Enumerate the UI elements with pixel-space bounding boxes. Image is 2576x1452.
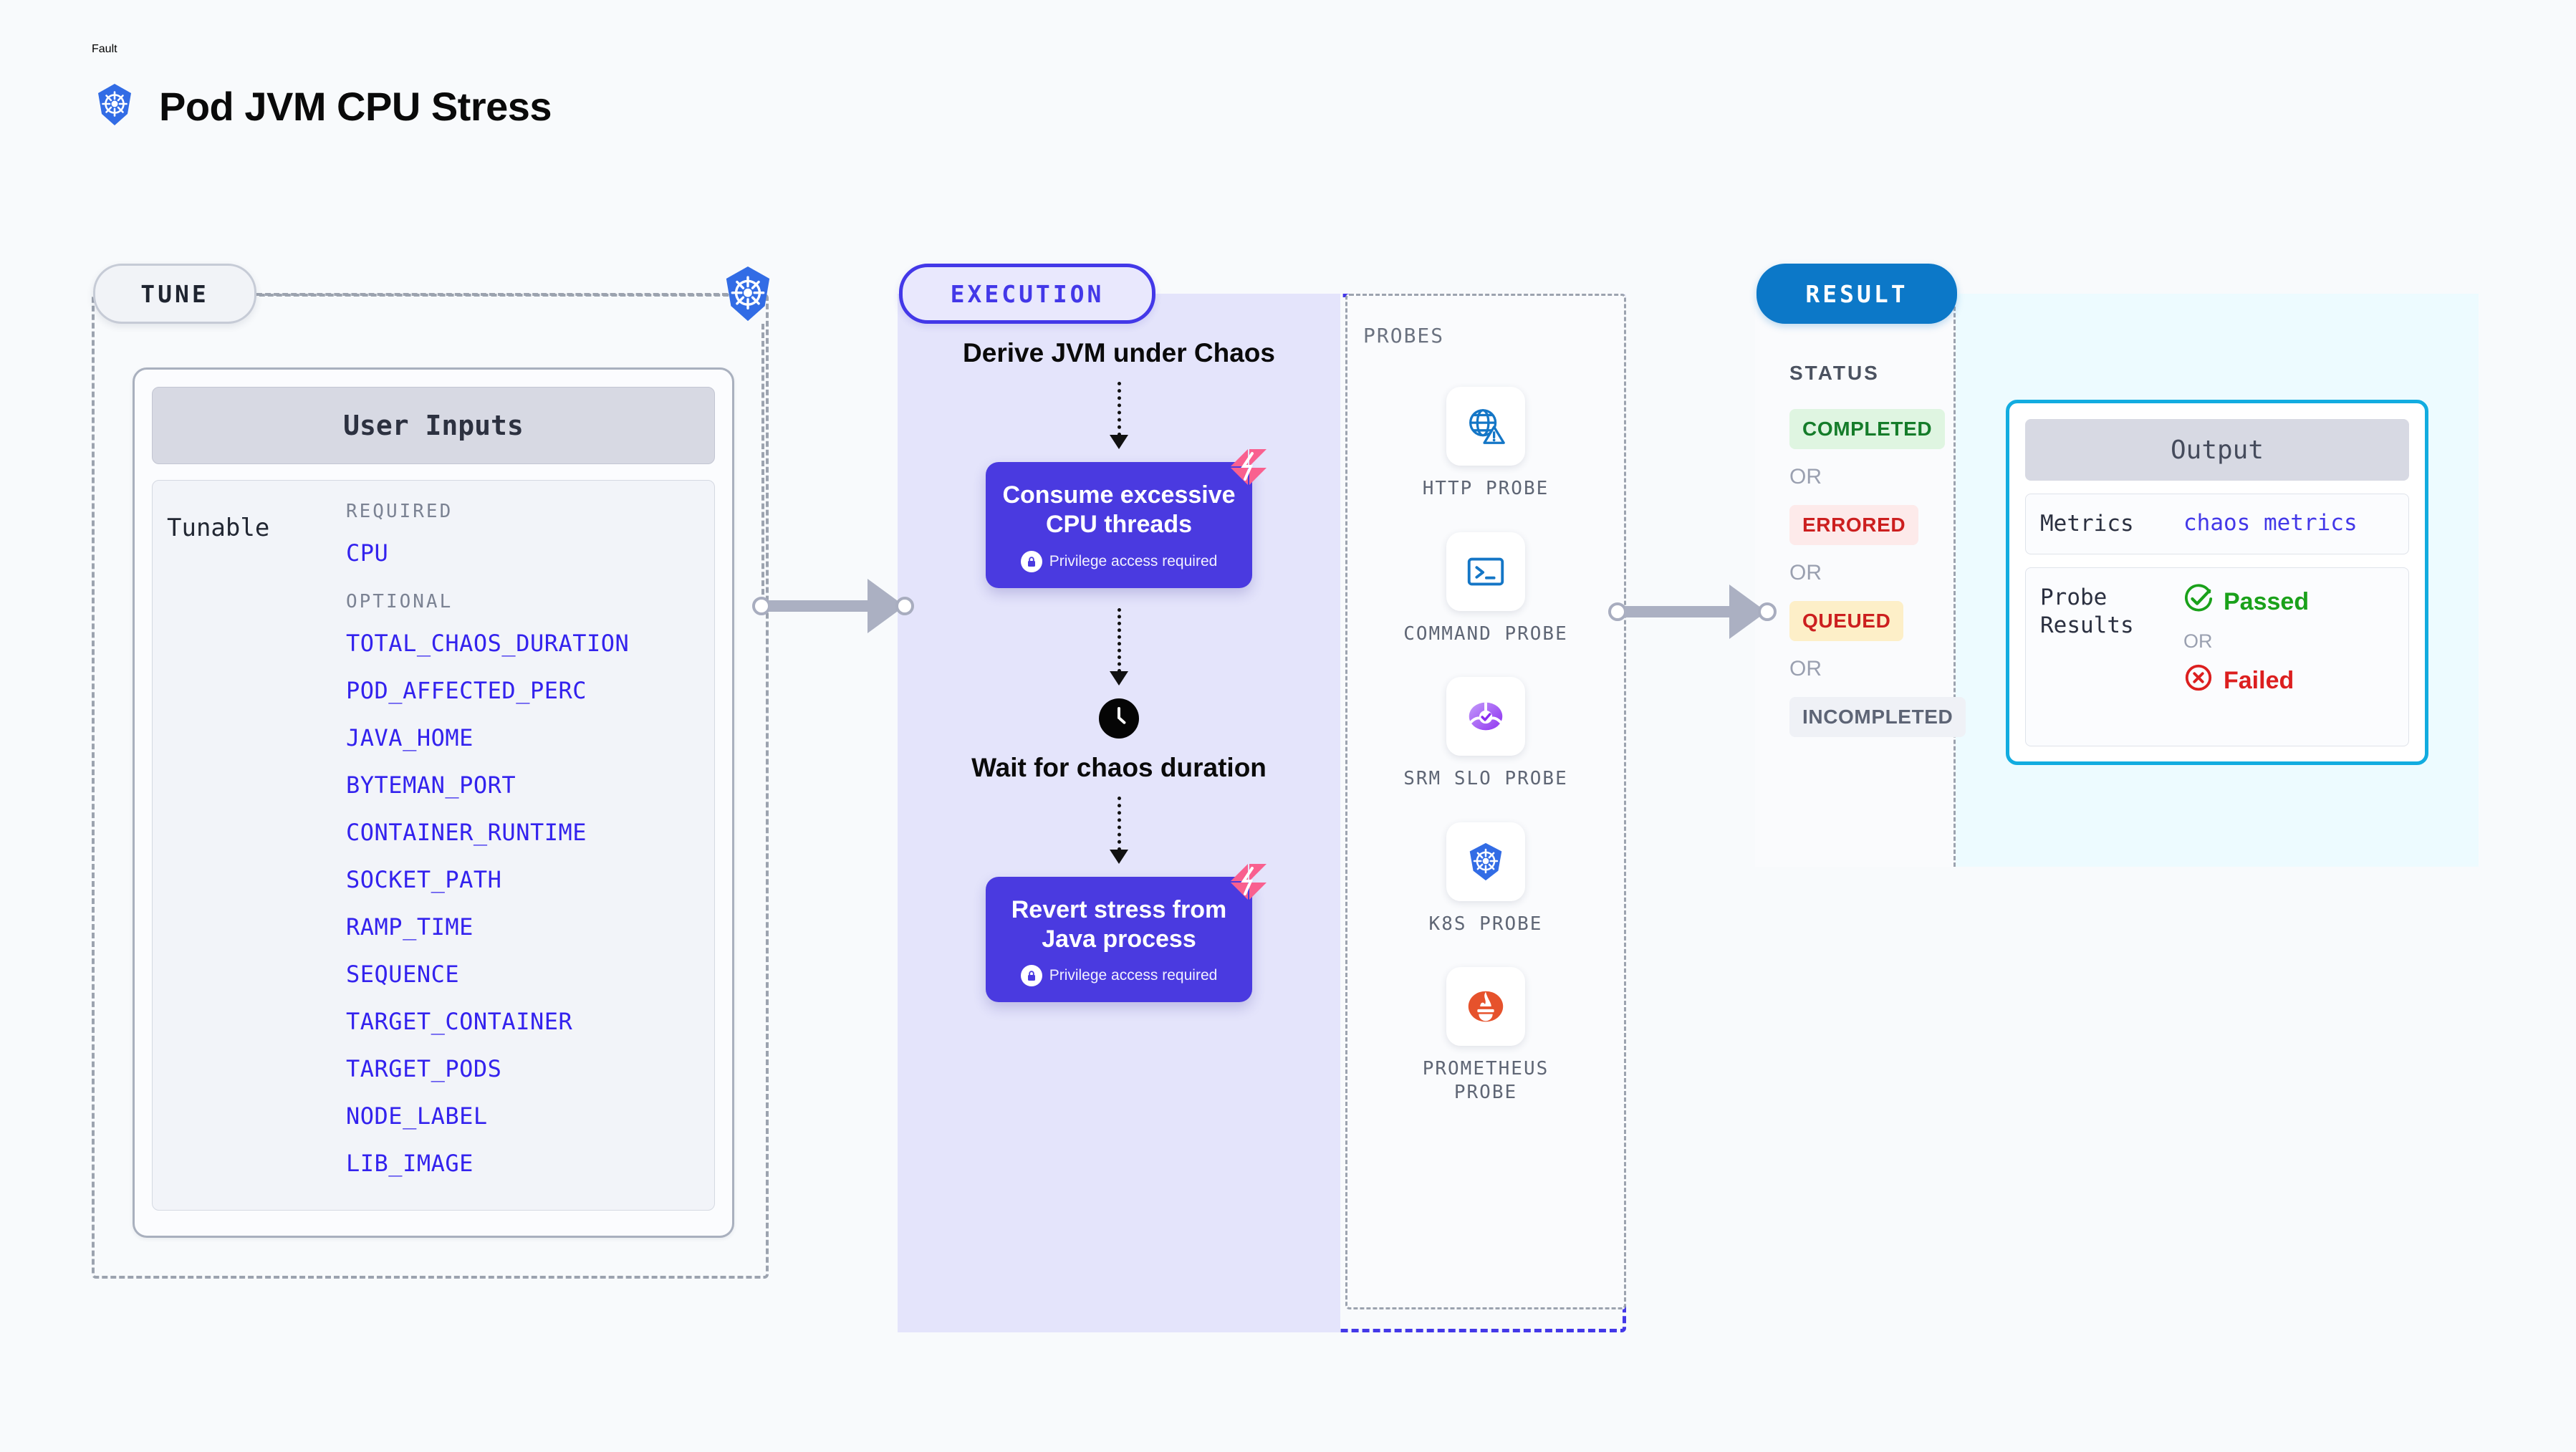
tunable-row-label: Tunable xyxy=(167,514,270,542)
harness-flag-icon xyxy=(1226,860,1271,904)
probe-result-passed: Passed xyxy=(2183,584,2309,620)
probe-item-command[interactable]: COMMAND PROBE xyxy=(1403,532,1568,646)
param-socket-path[interactable]: SOCKET_PATH xyxy=(346,866,502,893)
execution-step-derive-jvm: Derive JVM under Chaos xyxy=(963,338,1275,367)
probe-item-http[interactable]: HTTP PROBE xyxy=(1423,387,1549,501)
output-card: Output Metrics chaos metrics Probe Resul… xyxy=(2006,400,2428,765)
lock-icon xyxy=(1020,550,1042,572)
tune-dashed-connector xyxy=(256,293,736,296)
harness-flag-icon xyxy=(1226,445,1271,489)
flow-arrow-3 xyxy=(1110,796,1128,864)
page-header: Fault Pod JVM CPU Stress xyxy=(92,43,552,131)
connector-shaft xyxy=(769,600,869,612)
param-java-home[interactable]: JAVA_HOME xyxy=(346,724,474,751)
param-container-runtime[interactable]: CONTAINER_RUNTIME xyxy=(346,819,587,846)
probe-result-passed-label: Passed xyxy=(2224,587,2310,615)
execution-node-revert-stress[interactable]: Revert stress from Java process Privileg… xyxy=(986,863,1267,1003)
probe-result-or-label: OR xyxy=(2183,630,2213,652)
probes-list: HTTP PROBE COMMAND PROBE xyxy=(1345,387,1626,1104)
kubernetes-icon xyxy=(1446,822,1525,901)
probe-item-srm-slo[interactable]: SRM SLO PROBE xyxy=(1403,677,1568,791)
prometheus-icon xyxy=(1446,967,1525,1046)
status-badge-errored: ERRORED xyxy=(1789,505,1919,545)
probe-results-label: Probe Results xyxy=(2040,584,2134,638)
terminal-icon xyxy=(1446,532,1525,611)
execution-node-title: Consume excessive CPU threads xyxy=(1002,481,1236,538)
status-or-label: OR xyxy=(1789,465,1822,489)
probe-item-k8s[interactable]: K8S PROBE xyxy=(1429,822,1543,936)
execution-flow: Derive JVM under Chaos Consume excessive… xyxy=(898,337,1340,1003)
output-row-metrics: Metrics chaos metrics xyxy=(2025,494,2409,554)
tunable-section: Tunable REQUIRED CPU OPTIONAL TOTAL_CHAO… xyxy=(152,480,715,1211)
execution-step-wait-for-chaos: Wait for chaos duration xyxy=(971,752,1267,782)
probe-label: PROMETHEUS PROBE xyxy=(1422,1058,1549,1103)
connector-tune-to-execution xyxy=(752,577,914,635)
kubernetes-icon xyxy=(718,264,778,324)
execution-node-privilege-text: Privilege access required xyxy=(1049,552,1218,569)
execution-node-privilege-note: Privilege access required xyxy=(1001,965,1236,987)
status-badge-completed: COMPLETED xyxy=(1789,409,1946,449)
status-column: STATUS COMPLETED OR ERRORED OR QUEUED OR… xyxy=(1789,362,1966,737)
execution-node-title: Revert stress from Java process xyxy=(1011,895,1227,953)
required-group-label: REQUIRED xyxy=(346,501,453,522)
probe-result-failed: Failed xyxy=(2183,663,2309,699)
connector-execution-to-result xyxy=(1608,583,1777,640)
status-heading: STATUS xyxy=(1789,362,1880,384)
param-total-chaos-duration[interactable]: TOTAL_CHAOS_DURATION xyxy=(346,630,630,657)
param-pod-affected-perc[interactable]: POD_AFFECTED_PERC xyxy=(346,677,587,704)
probe-label: SRM SLO PROBE xyxy=(1403,768,1568,789)
probe-label: HTTP PROBE xyxy=(1422,478,1549,499)
output-header: Output xyxy=(2025,419,2409,481)
execution-node-privilege-text: Privilege access required xyxy=(1049,967,1218,984)
connector-end-dot xyxy=(895,597,914,615)
status-or-label: OR xyxy=(1789,561,1822,585)
param-cpu[interactable]: CPU xyxy=(346,539,389,567)
output-row-probe-results: Probe Results Passed OR xyxy=(2025,567,2409,746)
execution-stage-badge[interactable]: EXECUTION xyxy=(899,264,1155,324)
lock-icon xyxy=(1020,965,1042,987)
metrics-value-link[interactable]: chaos metrics xyxy=(2183,510,2358,536)
flow-arrow-2 xyxy=(1110,607,1128,686)
kubernetes-icon xyxy=(92,82,138,131)
probe-label: K8S PROBE xyxy=(1428,913,1543,935)
flow-arrow-1 xyxy=(1110,382,1128,450)
optional-group-label: OPTIONAL xyxy=(346,591,453,612)
x-circle-icon xyxy=(2183,663,2214,699)
param-target-container[interactable]: TARGET_CONTAINER xyxy=(346,1008,573,1035)
probe-results-values: Passed OR Failed xyxy=(2183,584,2309,730)
tune-vertical-connector xyxy=(761,324,764,603)
check-circle-icon xyxy=(2183,584,2214,620)
fault-title-row: Pod JVM CPU Stress xyxy=(92,82,552,131)
param-sequence[interactable]: SEQUENCE xyxy=(346,961,460,988)
param-ramp-time[interactable]: RAMP_TIME xyxy=(346,913,474,941)
result-stage-badge[interactable]: RESULT xyxy=(1756,264,1957,324)
metrics-label: Metrics xyxy=(2040,511,2134,537)
result-status-panel xyxy=(1755,294,1956,867)
connector-end-dot xyxy=(1758,602,1777,621)
tunable-parameter-list: REQUIRED CPU OPTIONAL TOTAL_CHAOS_DURATI… xyxy=(346,501,714,1210)
status-or-label: OR xyxy=(1789,657,1822,681)
execution-node-consume-cpu[interactable]: Consume excessive CPU threads Privilege … xyxy=(986,449,1267,588)
globe-warning-icon xyxy=(1446,387,1525,466)
fault-eyebrow-label: Fault xyxy=(92,43,117,55)
connector-start-dot xyxy=(1608,602,1627,621)
param-byteman-port[interactable]: BYTEMAN_PORT xyxy=(346,771,516,799)
probe-item-prometheus[interactable]: PROMETHEUS PROBE xyxy=(1393,967,1579,1104)
param-node-label[interactable]: NODE_LABEL xyxy=(346,1102,488,1130)
status-badge-incompleted: INCOMPLETED xyxy=(1789,697,1966,737)
probe-label: COMMAND PROBE xyxy=(1403,622,1568,645)
clock-icon xyxy=(1099,698,1139,739)
connector-shaft xyxy=(1625,606,1731,617)
param-target-pods[interactable]: TARGET_PODS xyxy=(346,1055,502,1082)
srm-slo-icon xyxy=(1446,677,1525,756)
user-inputs-header: User Inputs xyxy=(152,387,715,464)
probe-result-failed-label: Failed xyxy=(2224,666,2294,694)
param-lib-image[interactable]: LIB_IMAGE xyxy=(346,1150,474,1177)
probes-section-label: PROBES xyxy=(1363,324,1445,347)
execution-node-privilege-note: Privilege access required xyxy=(1001,550,1236,572)
tune-stage-badge[interactable]: TUNE xyxy=(93,264,256,324)
user-inputs-card: User Inputs Tunable REQUIRED CPU OPTIONA… xyxy=(133,367,734,1238)
page-title: Pod JVM CPU Stress xyxy=(159,84,552,129)
status-badge-queued: QUEUED xyxy=(1789,601,1904,641)
